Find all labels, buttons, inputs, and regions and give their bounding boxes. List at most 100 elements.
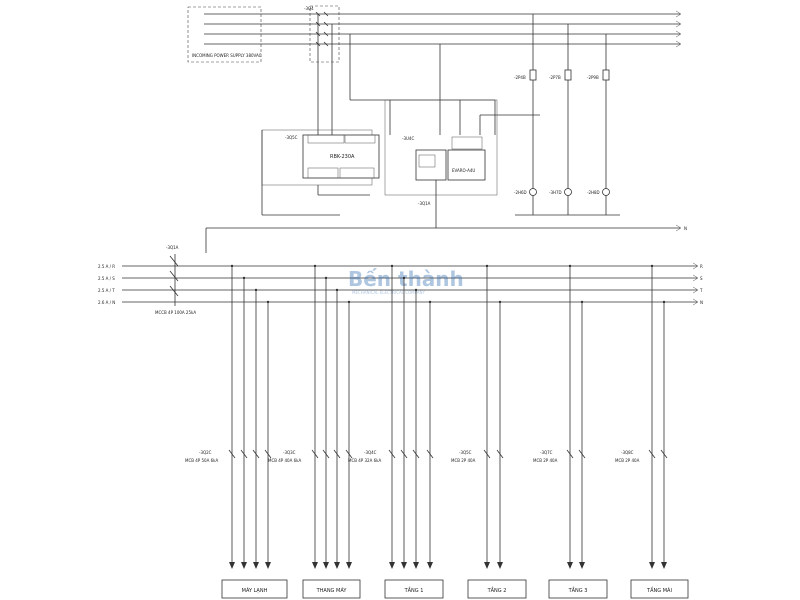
- feeder-6-tap: [662, 300, 666, 304]
- feeder-3-tap: [402, 276, 406, 280]
- feeder-3-breaker-contact: [426, 449, 434, 459]
- bus-in-label-r: 2.5 A / R: [98, 264, 115, 269]
- watermark: Bến thành MECHANICAL ELECTRICAL COMPANY: [348, 267, 464, 295]
- feeder-6-breaker-contact: [648, 449, 656, 459]
- feeder-2-load-box: [302, 579, 361, 599]
- fuse-tag: -3Q1A: [418, 201, 431, 206]
- main-breaker: -3Q1A MCCB 4P 100A 25kA: [155, 245, 196, 315]
- feeder-2-tap: [313, 264, 317, 268]
- timer-tag: -3U4C: [402, 136, 414, 141]
- feeder-6-tag: -3Q8C: [621, 450, 634, 455]
- busbars: 2.5 A / R 2.5 A / S 2.5 A / T 2.6 A / N …: [98, 262, 703, 306]
- bus-in-label-t: 2.5 A / T: [98, 288, 115, 293]
- feeder-3-arrow: [427, 562, 433, 569]
- feeder-6-tap: [650, 264, 654, 268]
- feeder-1-tap: [266, 300, 270, 304]
- feeder-1-arrow: [253, 562, 259, 569]
- feeder-5-load-label: TẦNG 3: [568, 586, 588, 594]
- feeder-5-tap: [580, 300, 584, 304]
- feeder-3-load-box: [384, 579, 444, 599]
- feeder-5-arrow: [567, 562, 573, 569]
- feeder-2-tap: [347, 300, 351, 304]
- evaro-block-label: EVARO-A4U: [452, 168, 475, 173]
- feeder-6-load-box: [630, 579, 689, 599]
- feeder-5-spec: MCB 2P 40A: [533, 458, 558, 463]
- indicator-3: -2H8D: [587, 188, 610, 196]
- feeder-2-breaker-contact: [333, 449, 341, 459]
- feeder-6-arrow: [661, 562, 667, 569]
- feeder-3-load-label: TẦNG 1: [404, 586, 424, 594]
- feeder-2-load-label: THANG MÁY: [316, 587, 348, 594]
- lamp-2-tag: -2P7B: [549, 75, 561, 80]
- feeder-2-tap: [335, 288, 339, 292]
- feeder-2-tag: -3Q3C: [283, 450, 296, 455]
- feeder-4-tap: [485, 264, 489, 268]
- feeder-1-tag: -3Q2C: [199, 450, 212, 455]
- feeder-1-breaker-contact: [264, 449, 272, 459]
- feeder-1-load-box: [221, 579, 288, 599]
- feeders: -3Q2C MCB 4P 50A 6kA MÁY LẠNH -3Q3C MCB 4P 4…: [185, 264, 689, 599]
- bus-out-label-s: S: [700, 276, 703, 281]
- indicator-2-tag: -3H7D: [549, 190, 562, 195]
- feeder-4-arrow: [497, 562, 503, 569]
- feeder-2-breaker-contact: [322, 449, 330, 459]
- feeder-6-arrow: [649, 562, 655, 569]
- feeder-4-spec: MCB 2P 40A: [451, 458, 476, 463]
- feeder-4-breaker-contact: [483, 449, 491, 459]
- feeder-5-breaker-contact: [566, 449, 574, 459]
- indicator-2: -3H7D: [549, 188, 572, 196]
- neutral-line-label: N: [684, 226, 687, 231]
- feeder-3-arrow: [401, 562, 407, 569]
- contactor-block-label: RBK-230A: [330, 154, 355, 160]
- bus-out-label-n: N: [700, 300, 703, 305]
- feeder-3-arrow: [389, 562, 395, 569]
- feeder-4-breaker-contact: [496, 449, 504, 459]
- lamp-3-tag: -2P9B: [587, 75, 599, 80]
- watermark-brand: Bến thành: [348, 267, 464, 291]
- lamp-2: -2P7B: [549, 69, 572, 81]
- feeder-3-breaker-contact: [388, 449, 396, 459]
- feeder-4-load-label: TẦNG 2: [487, 586, 507, 594]
- feeder-5-load-box: [548, 579, 608, 599]
- feeder-1-breaker-contact: [252, 449, 260, 459]
- feeder-5-tap: [568, 264, 572, 268]
- feeder-1-tap: [254, 288, 258, 292]
- main-breaker-tag: -3Q1A: [166, 245, 179, 250]
- feeder-3-tap: [414, 288, 418, 292]
- lamps: -2P4B -2P7B -2P9B -2H6D -3H7D -2H8D: [514, 69, 610, 196]
- ats-switch: -3Q4: [304, 5, 682, 63]
- plc-tag: -3Q5C: [285, 135, 298, 140]
- feeder-1-load-label: MÁY LẠNH: [242, 587, 268, 594]
- feeder-1-breaker-contact: [228, 449, 236, 459]
- feeder-1-spec: MCB 4P 50A 6kA: [185, 458, 218, 463]
- feeder-3-tap: [428, 300, 432, 304]
- feeder-1-tap: [230, 264, 234, 268]
- bus-in-label-s: 2.5 A / S: [98, 276, 115, 281]
- watermark-tagline: MECHANICAL ELECTRICAL COMPANY: [352, 290, 426, 295]
- feeder-1-arrow: [241, 562, 247, 569]
- bus-in-label-n: 2.6 A / N: [98, 300, 115, 305]
- feeder-5: -3Q7C MCB 2P 40A TẦNG 3: [533, 264, 608, 599]
- feeder-3-breaker-contact: [412, 449, 420, 459]
- control-wiring: [205, 130, 682, 253]
- feeder-2-breaker-contact: [345, 449, 353, 459]
- feeder-1-tap: [242, 276, 246, 280]
- feeder-3-tag: -3Q4C: [364, 450, 377, 455]
- feeder-4-arrow: [484, 562, 490, 569]
- indicator-3-tag: -2H8D: [587, 190, 600, 195]
- feeder-2-spec: MCB 4P 40A 6kA: [268, 458, 301, 463]
- feeder-2-breaker-contact: [311, 449, 319, 459]
- indicator-1: -2H6D: [514, 188, 537, 196]
- feeder-5-tag: -3Q7C: [540, 450, 553, 455]
- feeder-3-spec: MCB 4P 32A 6kA: [348, 458, 381, 463]
- feeder-1-arrow: [229, 562, 235, 569]
- feeder-3-breaker-contact: [400, 449, 408, 459]
- lamp-1-tag: -2P4B: [514, 75, 526, 80]
- indicator-1-tag: -2H6D: [514, 190, 527, 195]
- feeder-2-arrow: [312, 562, 318, 569]
- feeder-1-breaker-contact: [240, 449, 248, 459]
- lamp-wiring: [317, 14, 620, 216]
